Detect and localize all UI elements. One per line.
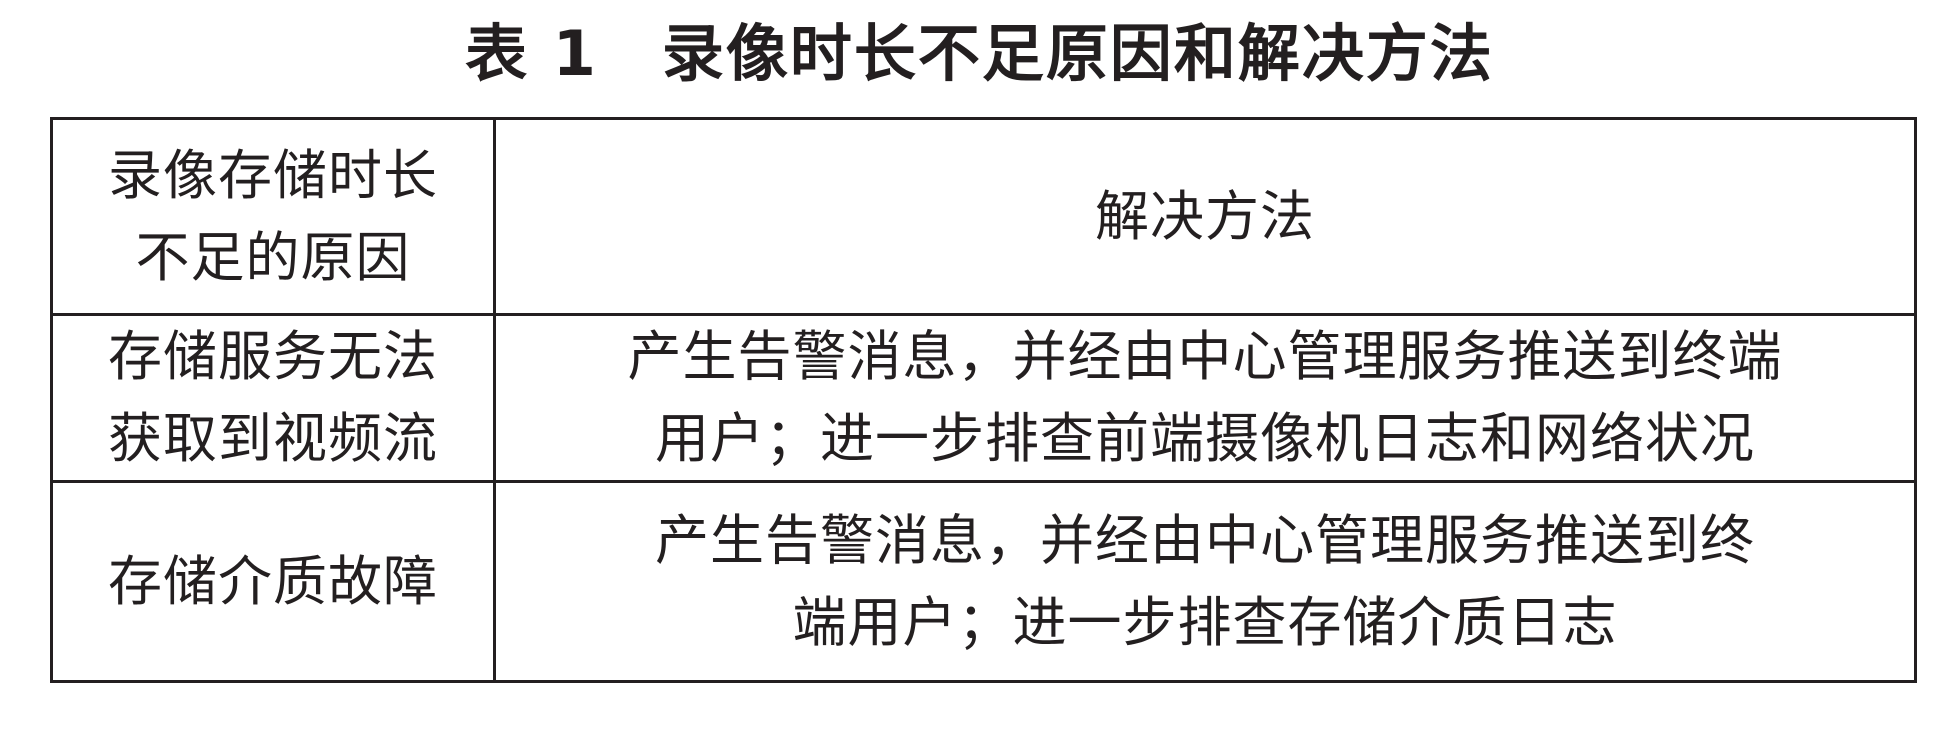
row-1-solution-line-2: 用户；进一步排查前端摄像机日志和网络状况 bbox=[655, 407, 1755, 470]
table-header-row: 录像存储时长 不足的原因 解决方法 bbox=[50, 117, 1917, 316]
table-caption: 表 1 录像时长不足原因和解决方法 bbox=[0, 14, 1959, 94]
row-1-reason-line-2: 获取到视频流 bbox=[108, 407, 438, 470]
table-row: 存储服务无法 获取到视频流 产生告警消息，并经由中心管理服务推送到终端 用户；进… bbox=[50, 313, 1917, 483]
header-reason-cell: 录像存储时长 不足的原因 bbox=[50, 117, 496, 316]
row-1-solution-line-1: 产生告警消息，并经由中心管理服务推送到终端 bbox=[627, 325, 1783, 388]
row-1-reason-line-1: 存储服务无法 bbox=[108, 325, 438, 388]
row-2-solution-line-1: 产生告警消息，并经由中心管理服务推送到终 bbox=[655, 508, 1755, 572]
table-number: 表 1 bbox=[465, 17, 598, 90]
header-solution-label: 解决方法 bbox=[1095, 184, 1315, 248]
row-2-reason-cell: 存储介质故障 bbox=[50, 480, 496, 683]
table-title: 录像时长不足原因和解决方法 bbox=[661, 17, 1494, 90]
row-1-solution-cell: 产生告警消息，并经由中心管理服务推送到终端 用户；进一步排查前端摄像机日志和网络… bbox=[493, 313, 1917, 483]
reasons-solutions-table: 录像存储时长 不足的原因 解决方法 存储服务无法 获取到视频流 产生告警消息，并… bbox=[50, 117, 1917, 683]
header-solution-cell: 解决方法 bbox=[493, 117, 1917, 316]
table-row: 存储介质故障 产生告警消息，并经由中心管理服务推送到终 端用户；进一步排查存储介… bbox=[50, 480, 1917, 683]
header-reason-line-1: 录像存储时长 bbox=[108, 143, 438, 207]
row-2-reason: 存储介质故障 bbox=[108, 549, 438, 613]
row-2-solution-line-2: 端用户；进一步排查存储介质日志 bbox=[792, 590, 1618, 654]
row-2-solution-cell: 产生告警消息，并经由中心管理服务推送到终 端用户；进一步排查存储介质日志 bbox=[493, 480, 1917, 683]
row-1-reason-cell: 存储服务无法 获取到视频流 bbox=[50, 313, 496, 483]
header-reason-line-2: 不足的原因 bbox=[135, 225, 411, 289]
